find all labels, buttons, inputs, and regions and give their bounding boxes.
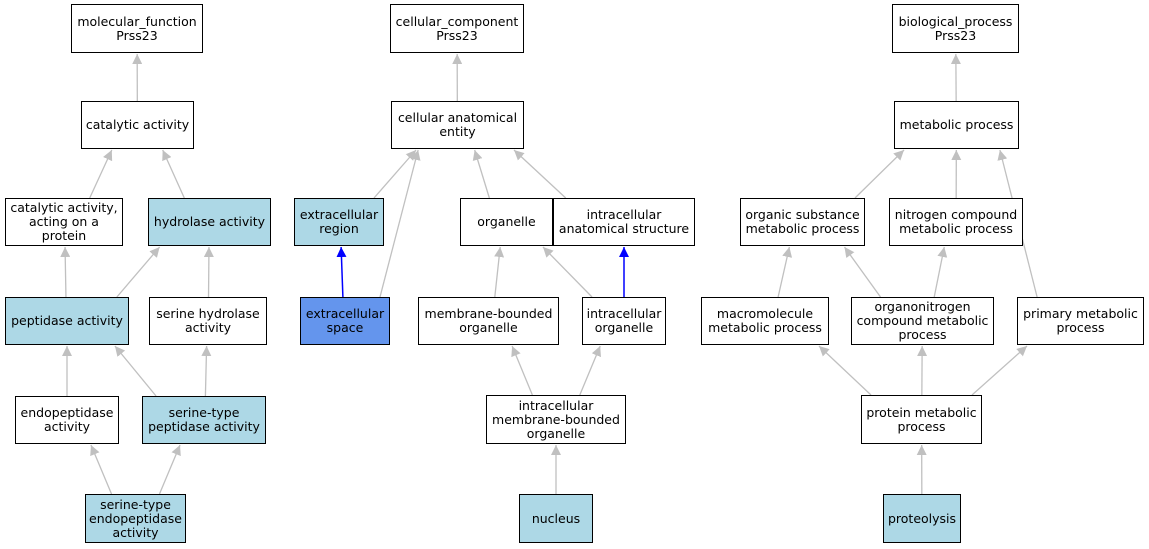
edge-cat_protein-to-catalytic xyxy=(89,149,113,199)
node-catalytic-activity-on-protein[interactable]: catalytic activity, acting on a protein xyxy=(5,198,123,246)
node-protein-metabolic-process[interactable]: protein metabolic process xyxy=(861,395,982,444)
node-hydrolase-activity[interactable]: hydrolase activity xyxy=(148,198,271,246)
edge-ext_space-to-cae xyxy=(379,149,421,298)
edge-hydrolase-to-catalytic xyxy=(162,149,185,199)
edge-protein_met-to-macro xyxy=(818,345,872,396)
node-serine-type-peptidase-activity[interactable]: serine-type peptidase activity xyxy=(142,396,266,444)
edge-imbo-to-mbo xyxy=(511,345,533,396)
edge-peptidase-to-hydrolase xyxy=(116,246,161,298)
node-proteolysis[interactable]: proteolysis xyxy=(883,494,961,543)
edge-peptidase-to-cat_protein xyxy=(60,246,71,298)
node-endopeptidase-activity[interactable]: endopeptidase activity xyxy=(15,396,119,444)
edge-imbo-to-intra_org xyxy=(579,345,601,396)
edge-protein_met-to-primary xyxy=(971,345,1028,396)
node-nitrogen-compound-metabolic-process[interactable]: nitrogen compound metabolic process xyxy=(889,198,1023,246)
edge-intra_org-to-organelle xyxy=(542,246,593,298)
node-metabolic-process[interactable]: metabolic process xyxy=(894,101,1019,149)
edge-osmp-to-metabolic xyxy=(854,149,905,199)
node-serine-type-endopeptidase-activity[interactable]: serine-type endopeptidase activity xyxy=(85,494,186,543)
node-peptidase-activity[interactable]: peptidase activity xyxy=(5,297,129,345)
edge-ext_space-to-ext_region xyxy=(336,246,347,298)
node-organonitrogen-compound-metabolic-process[interactable]: organonitrogen compound metabolic proces… xyxy=(851,297,994,345)
node-membrane-bounded-organelle[interactable]: membrane-bounded organelle xyxy=(418,297,559,345)
edge-ext_region-to-cae xyxy=(373,149,417,199)
edge-serine_peptidase-to-serine_hydrolase xyxy=(201,345,212,397)
edge-serine_endo-to-endopeptidase xyxy=(90,444,113,495)
edge-serine_peptidase-to-peptidase xyxy=(114,345,157,397)
node-macromolecule-metabolic-process[interactable]: macromolecule metabolic process xyxy=(701,297,829,345)
edge-serine_endo-to-serine_peptidase xyxy=(158,444,181,495)
edge-mbo-to-organelle xyxy=(494,246,505,298)
edge-organonitro-to-osmp xyxy=(843,246,882,298)
node-extracellular-space[interactable]: extracellular space xyxy=(300,297,390,345)
node-intracellular-membrane-bounded-organelle[interactable]: intracellular membrane-bounded organelle xyxy=(486,395,626,444)
node-cellular-anatomical-entity[interactable]: cellular anatomical entity xyxy=(391,101,524,149)
edge-organonitro-to-ncmp xyxy=(933,246,948,298)
node-intracellular-anatomical-structure[interactable]: intracellular anatomical structure xyxy=(553,198,695,246)
node-intracellular-organelle[interactable]: intracellular organelle xyxy=(582,297,666,345)
edge-macro-to-osmp xyxy=(777,246,793,298)
node-cellular-component-root[interactable]: cellular_component Prss23 xyxy=(390,4,524,53)
node-catalytic-activity[interactable]: catalytic activity xyxy=(81,101,194,149)
edge-ias-to-cae xyxy=(513,149,567,199)
node-molecular-function-root[interactable]: molecular_function Prss23 xyxy=(71,4,203,53)
node-biological-process-root[interactable]: biological_process Prss23 xyxy=(892,4,1019,53)
node-extracellular-region[interactable]: extracellular region xyxy=(294,198,384,246)
node-serine-hydrolase-activity[interactable]: serine hydrolase activity xyxy=(149,297,267,345)
node-organelle[interactable]: organelle xyxy=(460,198,553,246)
node-organic-substance-metabolic-process[interactable]: organic substance metabolic process xyxy=(740,198,865,246)
node-primary-metabolic-process[interactable]: primary metabolic process xyxy=(1017,297,1144,345)
node-nucleus[interactable]: nucleus xyxy=(519,494,593,543)
edge-organelle-to-cae xyxy=(472,149,490,199)
